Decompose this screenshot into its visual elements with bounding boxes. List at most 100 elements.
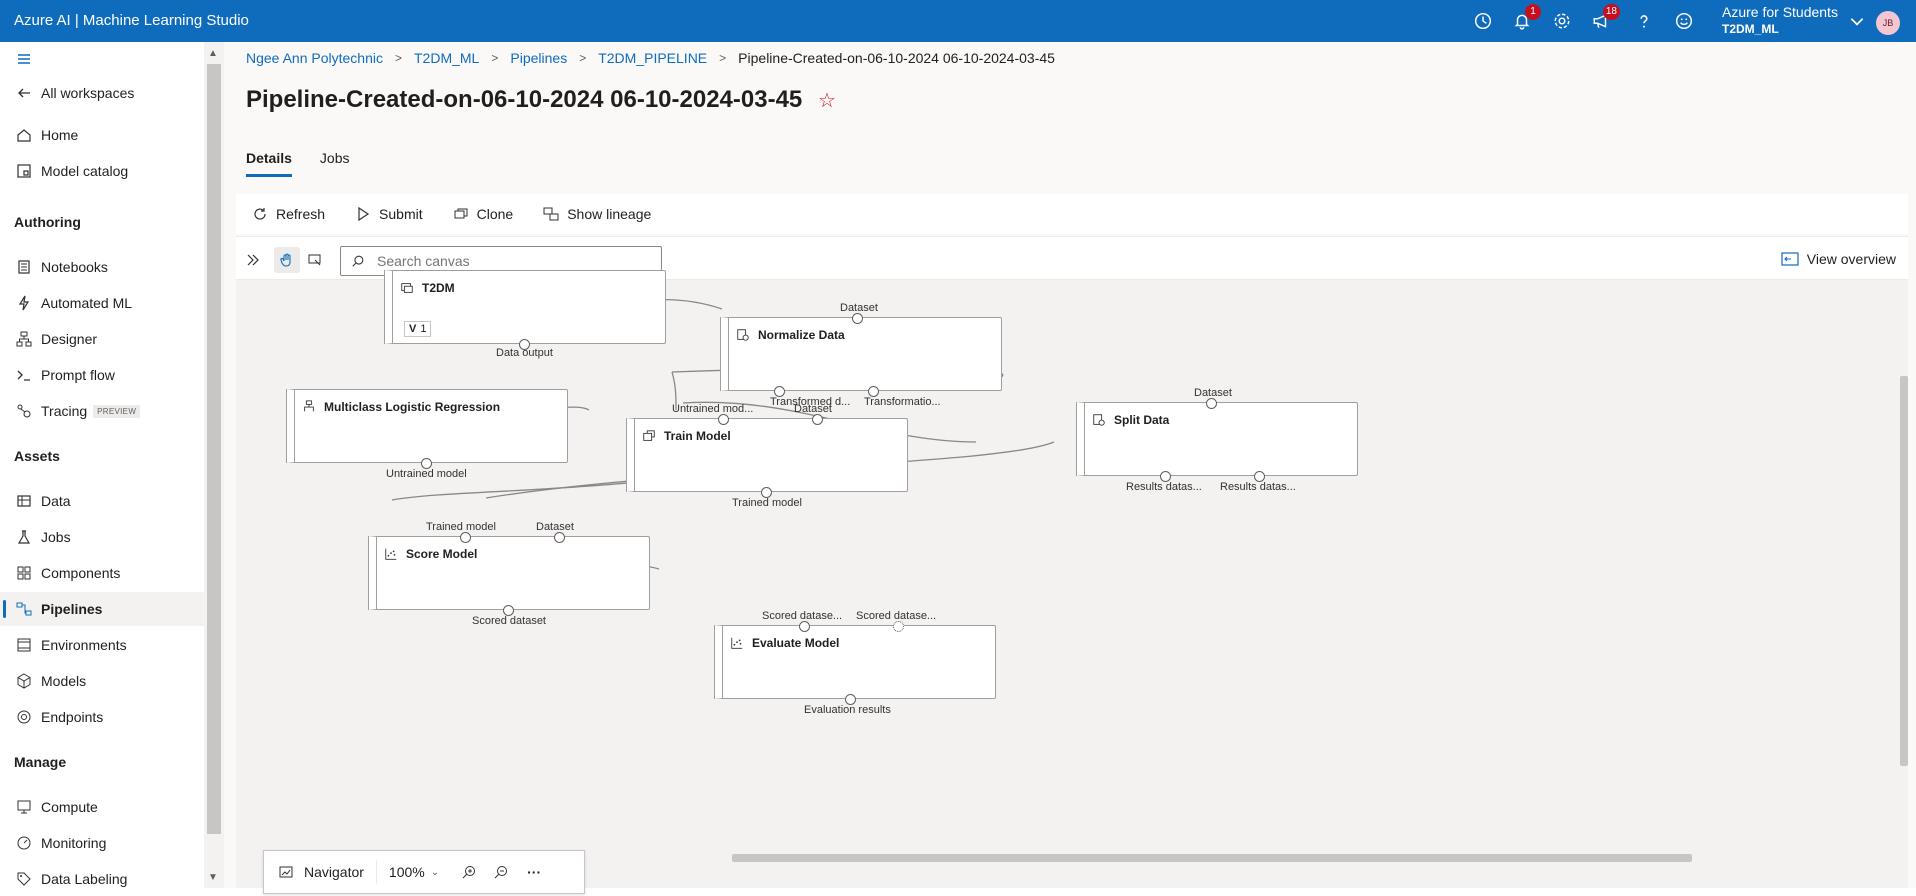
port-train-in2[interactable] [812,414,823,425]
sidebar-item-monitoring[interactable]: Monitoring [0,826,204,860]
zoom-in-icon[interactable] [461,864,477,880]
port-score-in2[interactable] [554,532,565,543]
zoom-out-icon[interactable] [493,864,509,880]
sidebar-item-notebooks[interactable]: Notebooks [0,250,204,284]
favorite-star-icon[interactable]: ☆ [818,90,836,112]
pipeline-canvas[interactable]: View overview T2DM V1 Da [236,236,1908,894]
node-multiclass-logistic-regression[interactable]: Multiclass Logistic Regression [286,389,568,463]
port-evaluate-in1[interactable] [799,621,810,632]
port-mlr-out[interactable] [421,458,432,469]
transform-icon [1093,414,1105,426]
feedback-smiley-icon[interactable] [1673,10,1695,32]
submit-button[interactable]: Submit [355,206,423,222]
scroll-up-arrow-icon[interactable]: ▲ [208,48,218,59]
port-evaluate-in2[interactable] [893,621,904,632]
sidebar-item-components[interactable]: Components [0,556,204,590]
sidebar-item-prompt-flow[interactable]: Prompt flow [0,358,204,392]
navigator-button[interactable]: Navigator [278,864,364,880]
node-evaluate-model[interactable]: Evaluate Model [714,625,996,699]
select-mode-icon[interactable] [302,247,328,273]
sidebar-item-models[interactable]: Models [0,664,204,698]
navigator-panel: Navigator 100% ⌄ ··· [263,850,585,894]
canvas-vertical-scrollbar[interactable] [1900,376,1908,766]
more-options-icon[interactable]: ··· [527,864,542,880]
chevron-down-icon[interactable] [1846,10,1868,32]
sidebar-item-data-labeling[interactable]: Data Labeling [0,862,204,896]
sidebar-item-label: Compute [41,799,98,815]
account-switcher[interactable]: Azure for Students T2DM_ML [1722,4,1838,38]
port-normalize-in[interactable] [852,313,863,324]
port-train-out[interactable] [761,487,772,498]
breadcrumb-pipelines[interactable]: Pipelines [510,50,568,66]
tab-bar: Details Jobs [246,150,378,177]
port-split-out2[interactable] [1254,471,1265,482]
navigator-label: Navigator [304,864,364,880]
clone-button[interactable]: Clone [453,206,513,222]
port-train-in1[interactable] [718,414,729,425]
node-score-model[interactable]: Score Model [368,536,650,610]
sidebar-scrollbar[interactable]: ▲ ▼ [204,42,224,888]
port-t2dm-out[interactable] [519,339,530,350]
sidebar-item-label: Monitoring [41,835,107,851]
sidebar-item-label: Models [41,673,87,689]
tab-jobs[interactable]: Jobs [319,150,350,166]
sidebar-item-compute[interactable]: Compute [0,790,204,824]
components-icon [14,564,34,582]
node-title: T2DM [400,281,455,295]
refresh-button[interactable]: Refresh [252,206,325,222]
help-icon[interactable] [1633,10,1655,32]
app-title[interactable]: Azure AI | Machine Learning Studio [14,12,249,29]
breadcrumb-workspace[interactable]: T2DM_ML [414,50,480,66]
port-score-out[interactable] [503,605,514,616]
zoom-level-dropdown[interactable]: 100% ⌄ [389,864,439,880]
port-evaluate-out[interactable] [845,694,856,705]
port-score-in1[interactable] [460,532,471,543]
port-split-in[interactable] [1206,398,1217,409]
sidebar-item-jobs[interactable]: Jobs [0,520,204,554]
node-split-data[interactable]: Split Data [1076,402,1358,476]
sidebar-item-pipelines[interactable]: Pipelines [0,592,204,626]
port-normalize-out2[interactable] [868,386,879,397]
search-canvas-input[interactable] [375,252,635,270]
sidebar-item-label: Endpoints [41,709,104,725]
view-overview-button[interactable]: View overview [1781,251,1896,267]
breadcrumb-org[interactable]: Ngee Ann Polytechnic [246,50,383,66]
settings-gear-icon[interactable] [1551,10,1573,32]
avatar[interactable]: JB [1876,11,1900,35]
sidebar-item-all-workspaces[interactable]: All workspaces [0,76,204,110]
sidebar-item-label: Components [41,565,121,581]
sidebar-item-environments[interactable]: Environments [0,628,204,662]
show-lineage-button[interactable]: Show lineage [543,206,651,222]
sidebar-item-data[interactable]: Data [0,484,204,518]
lineage-icon [543,207,559,221]
scatter-chart-icon [731,637,743,649]
scroll-down-arrow-icon[interactable]: ▼ [208,872,218,883]
node-title-text: Train Model [664,429,731,443]
port-label: Scored datase... [762,610,843,622]
sidebar-item-automated-ml[interactable]: Automated ML [0,286,204,320]
hamburger-menu-button[interactable] [0,42,204,76]
sidebar-item-tracing[interactable]: Tracing PREVIEW [0,394,204,428]
breadcrumb-pipeline[interactable]: T2DM_PIPELINE [598,50,708,66]
sidebar-item-designer[interactable]: Designer [0,322,204,356]
pan-hand-icon[interactable] [274,247,300,273]
sidebar-item-endpoints[interactable]: Endpoints [0,700,204,734]
chevron-right-icon: > [719,51,727,65]
node-normalize-data[interactable]: Normalize Data [720,317,1002,391]
node-train-model[interactable]: Train Model [626,418,908,492]
history-icon[interactable] [1472,10,1494,32]
canvas-horizontal-scrollbar[interactable] [732,854,1692,862]
port-split-out1[interactable] [1160,471,1171,482]
node-title-text: Split Data [1114,413,1170,427]
expand-panel-icon[interactable] [240,247,266,273]
notifications-bell-icon[interactable]: 1 [1511,4,1541,32]
sidebar-item-model-catalog[interactable]: Model catalog [0,154,204,188]
sidebar-item-home[interactable]: Home [0,118,204,152]
monitor-icon [14,798,34,816]
chevron-right-icon: > [491,51,499,65]
port-normalize-out1[interactable] [774,386,785,397]
sidebar-scroll-thumb[interactable] [207,64,221,834]
announcements-megaphone-icon[interactable]: 18 [1590,4,1620,32]
tab-details[interactable]: Details [246,150,292,177]
